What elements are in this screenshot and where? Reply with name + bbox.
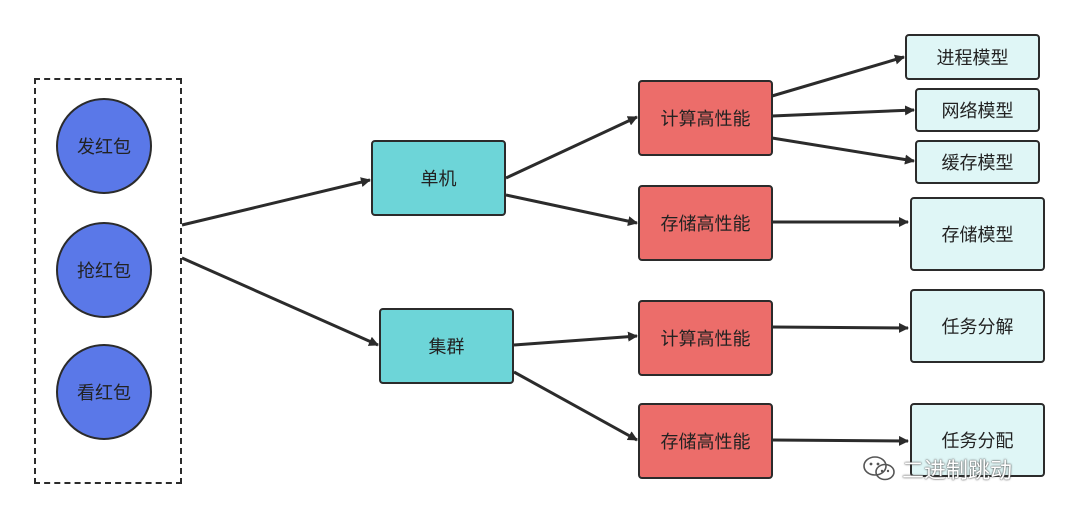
storage-model-node: 存储模型: [910, 197, 1045, 271]
edge-single-to-storage: [505, 193, 638, 227]
cluster-storage-node: 存储高性能: [638, 403, 773, 479]
wechat-icon: [863, 456, 895, 481]
edge-compute-to-cache: [771, 136, 915, 165]
edge-group-to-cluster: [181, 256, 379, 347]
process-model-node: 进程模型: [905, 34, 1040, 80]
single-node: 单机: [371, 140, 506, 216]
send-redpacket-node: 发红包: [56, 98, 152, 194]
task-decompose-node: 任务分解: [910, 289, 1045, 363]
network-model-node: 网络模型: [915, 88, 1040, 132]
cache-model-node: 缓存模型: [915, 140, 1040, 184]
edge-compute-to-decompose: [771, 322, 909, 333]
single-compute-node: 计算高性能: [638, 80, 773, 156]
single-storage-node: 存储高性能: [638, 185, 773, 261]
cluster-compute-node: 计算高性能: [638, 300, 773, 376]
cluster-node: 集群: [379, 308, 514, 384]
edge-group-to-single: [181, 177, 371, 227]
watermark-text: 二进制跳动: [902, 459, 1013, 484]
edge-compute-to-network: [771, 105, 915, 118]
watermark: 二进制跳动: [862, 453, 1012, 485]
task-allocate-node: 任务分配: [910, 403, 1045, 477]
grab-redpacket-node: 抢红包: [56, 222, 152, 318]
edge-single-to-compute: [505, 115, 638, 180]
view-redpacket-node: 看红包: [56, 344, 152, 440]
edge-storage-to-allocate: [771, 435, 909, 446]
edge-compute-to-process: [771, 54, 905, 98]
edge-cluster-to-storage: [513, 370, 638, 442]
user-actions-group: [34, 78, 182, 484]
edge-cluster-to-compute: [513, 331, 638, 347]
